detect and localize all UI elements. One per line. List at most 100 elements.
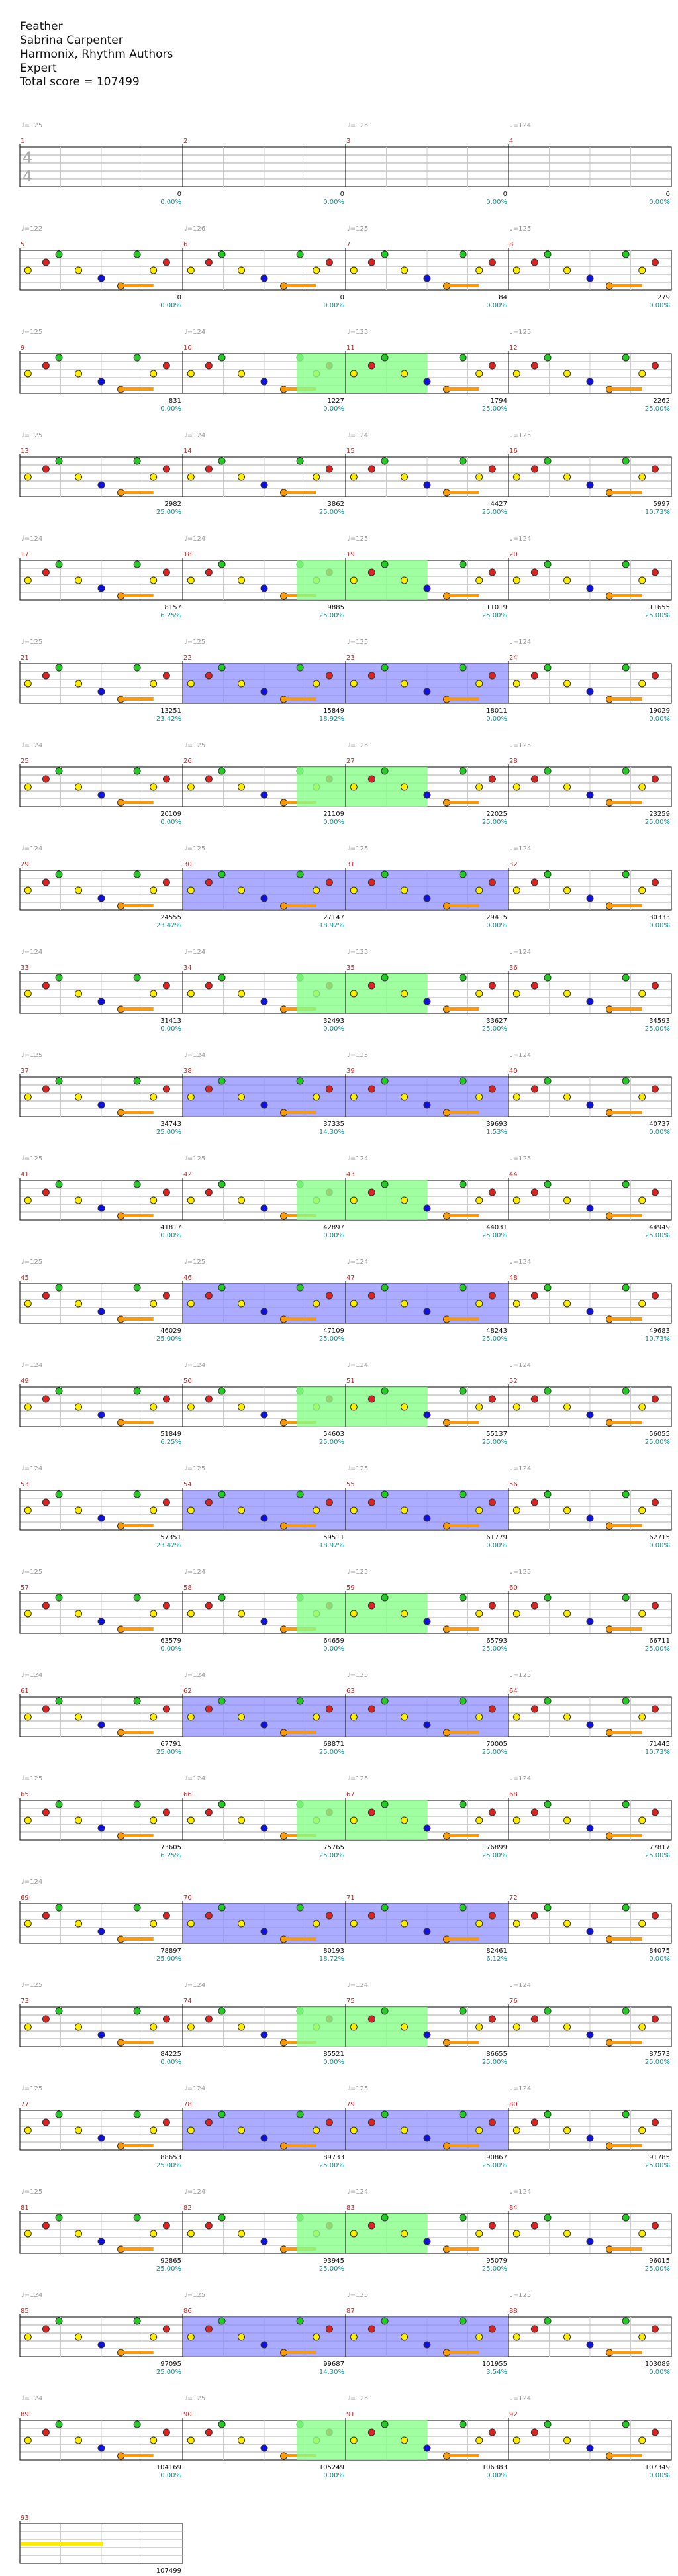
note-gem <box>75 473 83 481</box>
measure-score: 84 <box>499 294 507 301</box>
note-gem <box>187 990 195 998</box>
note-gem <box>586 2238 594 2245</box>
measure-score: 68871 <box>323 1741 344 1748</box>
note-gem <box>42 258 50 266</box>
measure-percent: 25.00% <box>319 1852 344 1859</box>
note-gem <box>187 1920 195 1928</box>
note-gem <box>638 1713 646 1721</box>
note-gem <box>423 2444 431 2452</box>
measure-number: 85 <box>21 2308 29 2315</box>
sustain-tail <box>609 2247 642 2251</box>
tempo-marker: ♩=124 <box>510 1052 531 1059</box>
note-gem <box>350 1093 358 1101</box>
note-gem <box>133 2110 141 2118</box>
note-gem <box>187 2333 195 2341</box>
note-gem <box>530 362 538 370</box>
sustain-tail <box>446 904 479 907</box>
measure-score: 57351 <box>160 1534 181 1541</box>
note-gem <box>423 1308 431 1315</box>
note-gem <box>42 1395 50 1403</box>
note-gem <box>55 1697 63 1705</box>
tempo-marker: ♩=124 <box>510 2085 531 2092</box>
tempo-marker: ♩=125 <box>184 845 205 852</box>
note-gem <box>162 1705 170 1713</box>
note-gem <box>150 2126 158 2134</box>
note-gem <box>622 2110 630 2118</box>
measure-percent: 25.00% <box>482 1645 507 1653</box>
note-gem <box>423 1204 431 1212</box>
note-gem <box>260 2031 268 2039</box>
sustain-tail <box>446 801 479 804</box>
sustain-tail <box>609 2041 642 2044</box>
tempo-marker: ♩=125 <box>21 1982 42 1989</box>
note-gem <box>97 2238 105 2245</box>
note-gem <box>260 894 268 902</box>
note-gem <box>586 688 594 696</box>
note-gem <box>475 2436 483 2444</box>
note-gem <box>381 1904 389 1912</box>
note-gem <box>133 1697 141 1705</box>
measure-number: 78 <box>183 2101 192 2108</box>
note-gem <box>563 783 571 791</box>
note-gem <box>260 1101 268 1109</box>
note-gem <box>488 1808 496 1816</box>
overdrive-section <box>183 1077 346 1117</box>
measure-score: 0 <box>177 191 181 198</box>
note-gem <box>586 894 594 902</box>
tempo-marker: ♩=124 <box>510 1362 531 1369</box>
measure-number: 52 <box>509 1378 518 1385</box>
note-gem <box>638 2230 646 2238</box>
note-gem <box>638 1920 646 1928</box>
measure-number: 66 <box>183 1791 192 1798</box>
measure-number: 32 <box>509 861 518 868</box>
note-gem <box>162 1912 170 1920</box>
measure-number: 55 <box>346 1481 355 1488</box>
note-gem <box>381 457 389 465</box>
note-gem <box>651 775 659 783</box>
note-gem <box>622 2420 630 2428</box>
note-gem <box>24 576 32 584</box>
measure-percent: 18.92% <box>319 1542 344 1549</box>
measure-percent: 1.53% <box>486 1129 507 1136</box>
sustain-tail <box>609 1731 642 1734</box>
note-gem <box>205 465 213 473</box>
note-gem <box>488 1188 496 1196</box>
measure-number: 67 <box>346 1791 355 1798</box>
measure-percent: 18.92% <box>319 715 344 723</box>
note-gem <box>24 370 32 378</box>
tempo-marker: ♩=125 <box>21 1052 42 1059</box>
note-gem <box>75 576 83 584</box>
note-gem <box>187 576 195 584</box>
note-gem <box>651 1188 659 1196</box>
measure-number: 46 <box>183 1274 192 1282</box>
note-gem <box>218 1180 226 1188</box>
note-gem <box>55 1387 63 1395</box>
measure-number: 83 <box>346 2204 355 2212</box>
sustain-tail <box>609 491 642 494</box>
tempo-marker: ♩=124 <box>184 1569 205 1576</box>
tempo-marker: ♩=124 <box>21 1672 42 1679</box>
measure-number: 34 <box>183 964 192 972</box>
note-gem <box>296 664 304 672</box>
note-gem <box>24 2023 32 2031</box>
note-gem <box>260 1514 268 1522</box>
sustain-tail <box>609 1834 642 1837</box>
note-gem <box>150 2333 158 2341</box>
tempo-marker: ♩=125 <box>510 225 531 232</box>
tempo-marker: ♩=125 <box>184 1259 205 1266</box>
measure-percent: 25.00% <box>482 1025 507 1033</box>
measure-score: 23259 <box>649 811 670 818</box>
note-gem <box>459 1180 467 1188</box>
time-signature-bottom: 4 <box>23 167 32 185</box>
measure-percent: 25.00% <box>319 2162 344 2169</box>
measure-percent: 25.00% <box>482 612 507 619</box>
note-gem <box>475 1403 483 1411</box>
note-gem <box>401 2333 409 2341</box>
note-gem <box>544 870 552 878</box>
note-gem <box>24 1920 32 1928</box>
sustain-tail <box>446 2144 479 2147</box>
note-gem <box>325 2118 333 2126</box>
tempo-marker: ♩=125 <box>347 2085 368 2092</box>
note-gem <box>296 870 304 878</box>
measure-score: 30333 <box>649 914 670 921</box>
